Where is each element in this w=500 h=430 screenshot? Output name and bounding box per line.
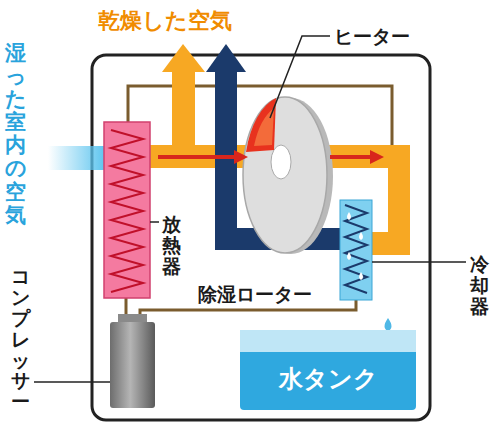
part-label: 除湿ローター xyxy=(196,282,314,308)
water-tank: 水タンク xyxy=(240,330,416,410)
condensation-drops xyxy=(347,212,363,280)
cooler xyxy=(340,200,372,300)
cooler-coil xyxy=(345,205,367,293)
illustration-part xyxy=(158,155,236,159)
illustration-part xyxy=(206,44,246,72)
illustration-part xyxy=(34,381,110,383)
part-label: 冷却器 xyxy=(470,254,489,317)
illustration-part xyxy=(347,212,351,220)
illustration-part xyxy=(359,272,363,280)
tank-label: 水タンク xyxy=(279,363,378,395)
radiator xyxy=(104,122,150,298)
flow-arrow xyxy=(158,150,384,164)
heater xyxy=(246,98,276,152)
inlet-air xyxy=(48,146,106,170)
illustration-part xyxy=(150,221,159,223)
illustration-part xyxy=(330,155,372,159)
dehumidifying-rotor xyxy=(243,97,327,253)
illustration-part xyxy=(270,36,330,118)
illustration-part xyxy=(347,252,351,260)
radiator-coil xyxy=(111,130,143,292)
part-label: ヒーター xyxy=(334,24,410,50)
illustration-part xyxy=(125,298,128,316)
illustration-part xyxy=(172,70,195,168)
illustration-part xyxy=(372,261,466,263)
illustration-part xyxy=(370,232,410,255)
illustration-part xyxy=(234,150,248,164)
part-label: 放熱器 xyxy=(162,214,181,277)
illustration-part xyxy=(370,150,384,164)
housing-outline xyxy=(92,55,430,420)
illustration-part xyxy=(162,44,205,72)
air-label: 乾燥した空気 xyxy=(98,6,232,36)
illustration-part xyxy=(359,232,363,240)
rotor-hole xyxy=(271,145,291,179)
part-label: コンプレッサー xyxy=(11,266,30,412)
illustration-part xyxy=(215,70,237,250)
compressor xyxy=(110,322,155,408)
air-label: 湿った室内の空気 xyxy=(5,42,26,227)
refrigerant-pipe xyxy=(126,86,392,316)
